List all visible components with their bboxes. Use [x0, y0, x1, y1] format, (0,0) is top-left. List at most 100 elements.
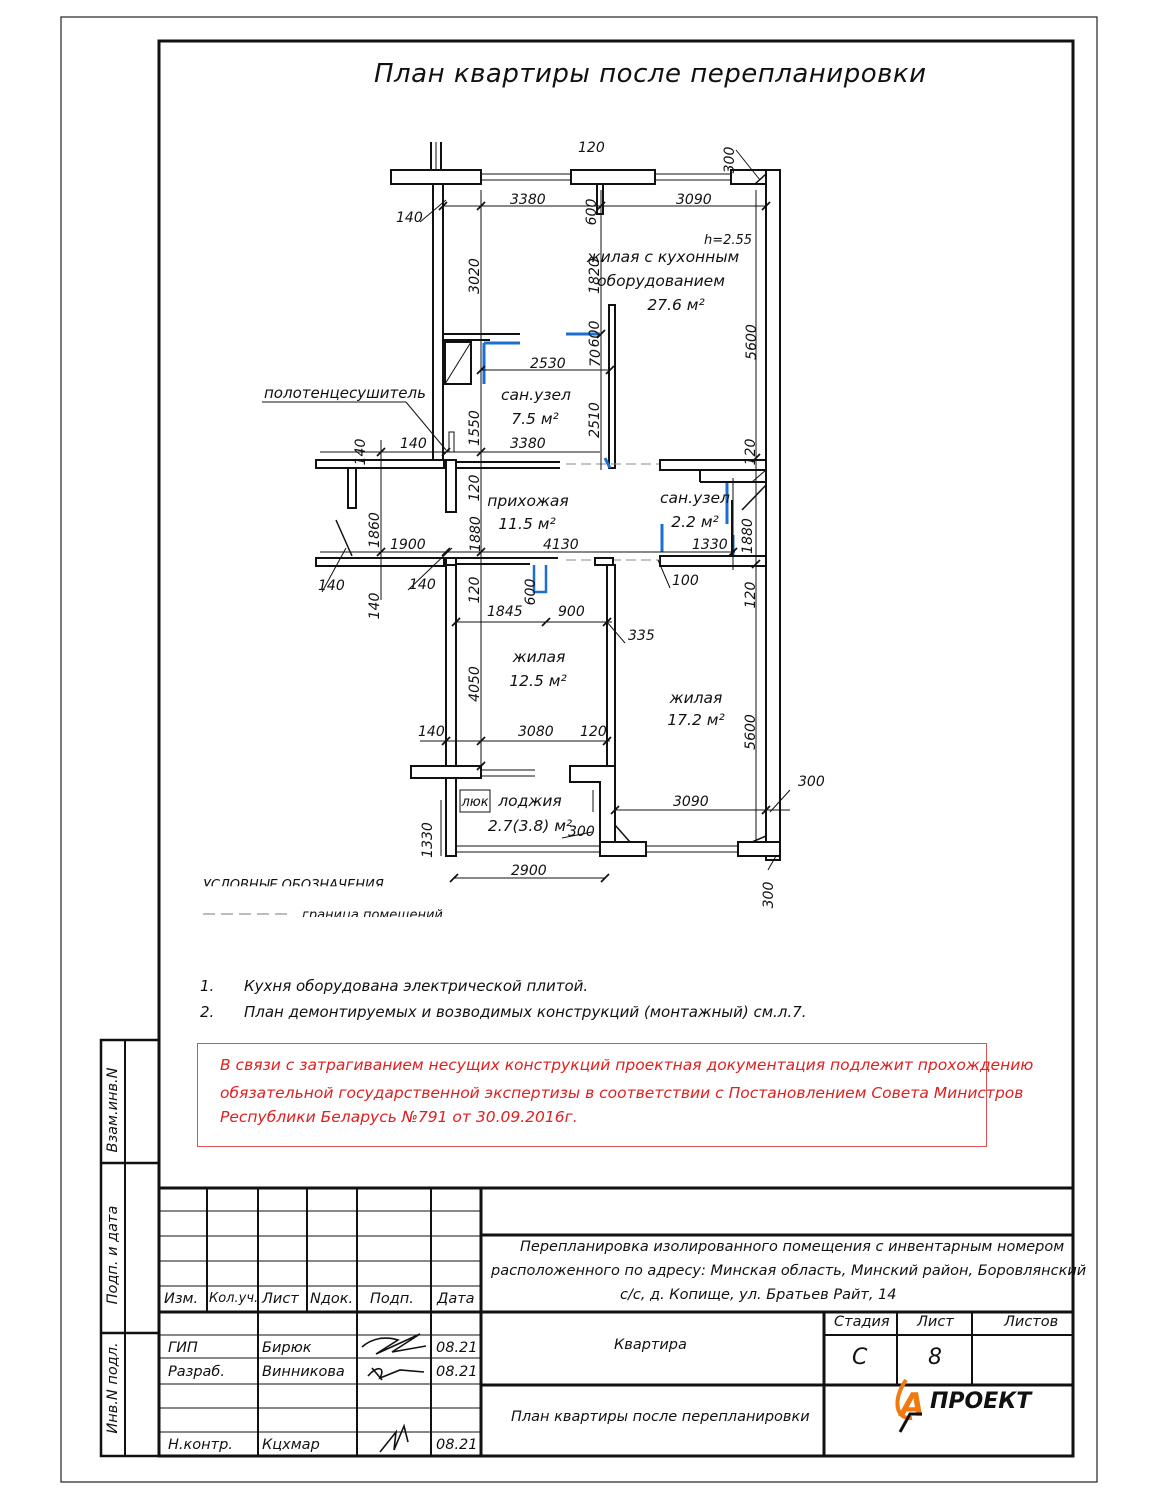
room-area: 2.2 м² [671, 513, 718, 531]
note-number: 2. [200, 1003, 215, 1021]
signatures [361, 1333, 427, 1453]
dimension-label: 600 [523, 579, 539, 606]
dimension-label: 900 [558, 604, 585, 620]
legend-title: УСЛОВНЫЕ ОБОЗНАЧЕНИЯ [203, 878, 384, 893]
dimension-label: 300 [798, 774, 825, 790]
room-name: жилая [512, 648, 566, 666]
wall-segment [606, 564, 616, 781]
tb-person-name: Бирюк [262, 1340, 312, 1356]
sheets-header: Листов [1004, 1314, 1059, 1330]
dimension-label: 3090 [673, 794, 709, 810]
tb-header-kol: Кол.уч. [209, 1291, 259, 1306]
dimension-label: 4050 [467, 666, 483, 702]
room-name: сан.узел [660, 489, 730, 507]
outer-frame [60, 16, 1098, 1483]
dimension-label: 120 [578, 140, 605, 156]
tb-date: 08.21 [436, 1437, 478, 1453]
dimension-label: 2510 [587, 402, 603, 438]
room-area: 7.5 м² [511, 410, 558, 428]
logo-letter: А [897, 1386, 925, 1424]
stage-value: С [852, 1345, 868, 1370]
room-name: лоджия [497, 792, 561, 810]
wall-segment [315, 557, 445, 567]
dimension-label: 140 [318, 578, 345, 594]
warning-line: Республики Беларусь №791 от 30.09.2016г. [220, 1108, 578, 1126]
dimension-label: 3380 [510, 192, 546, 208]
dimension-label: 120 [467, 577, 483, 604]
dimension-label: 5600 [743, 714, 759, 750]
page-title: План квартиры после перепланировки [374, 59, 927, 89]
tb-header-ndok: Nдок. [310, 1291, 354, 1307]
dimension-label: 1330 [420, 822, 436, 858]
dimension-label: 120 [743, 439, 759, 466]
room-area: 12.5 м² [509, 672, 566, 690]
wall-segment [432, 183, 444, 465]
dimension-label: 2900 [511, 863, 547, 879]
room-name: жилая с кухонным [586, 248, 740, 266]
sheet-title: План квартиры после перепланировки [511, 1409, 810, 1425]
dimension-label: 600 [584, 199, 600, 226]
project-description: расположенного по адресу: Минская област… [491, 1263, 1087, 1279]
dimension-label: 100 [672, 573, 699, 589]
side-stamp-label: Взам.инв.N [105, 1067, 121, 1153]
wall-segment [390, 169, 482, 185]
room-name: прихожая [487, 492, 569, 510]
title-block-grid [157, 1186, 1075, 1458]
sheet-value: 8 [928, 1345, 942, 1370]
room-height: h=2.55 [704, 233, 752, 248]
company-logo: А ПРОЕКТ [895, 1378, 1033, 1433]
floor-plan [315, 142, 781, 861]
tb-role: Разраб. [168, 1364, 225, 1380]
dimension-label: 3020 [467, 258, 483, 294]
tb-header-izm: Изм. [164, 1291, 199, 1307]
dimension-label: 1860 [367, 512, 383, 548]
dimension-label: 5600 [744, 324, 760, 360]
dimension-label: 1880 [468, 516, 484, 552]
side-stamp-label: Инв.N подл. [105, 1342, 121, 1434]
warning-line: В связи с затрагиванием несущих конструк… [220, 1056, 1034, 1074]
stage-header: Стадия [834, 1314, 890, 1330]
dimension-label: 335 [628, 628, 655, 644]
dimension-label: 1820 [587, 258, 603, 294]
dimension-label: 140 [367, 593, 383, 620]
room-name: оборудованием [597, 272, 725, 290]
dimension-label: 120 [743, 582, 759, 609]
dimension-label: 2530 [530, 356, 566, 372]
room-name: жилая [669, 689, 723, 707]
dimension-label: 3380 [510, 436, 546, 452]
object-name: Квартира [614, 1337, 687, 1353]
tb-header-data: Дата [437, 1291, 475, 1307]
logo-text: ПРОЕКТ [930, 1389, 1033, 1414]
wall-segment [445, 459, 457, 513]
room-area: 2.7(3.8) м² [488, 817, 572, 835]
project-description: Перепланировка изолированного помещения … [520, 1239, 1065, 1255]
dimension-lines [262, 149, 791, 883]
wall-segment [765, 169, 781, 861]
side-stamp-label: Подп. и дата [105, 1205, 121, 1305]
room-name: сан.узел [501, 386, 571, 404]
dimension-label: 120 [580, 724, 607, 740]
room-area: 27.6 м² [647, 296, 704, 314]
dimension-label: 1845 [487, 604, 523, 620]
project-description: с/с, д. Копище, ул. Братьев Райт, 14 [620, 1287, 897, 1303]
wall-segment [570, 169, 656, 185]
expertise-warning-box: В связи с затрагиванием несущих конструк… [197, 1043, 1033, 1147]
warning-line: обязательной государственной экспертизы … [220, 1084, 1024, 1102]
dimension-label: 1330 [692, 537, 728, 553]
legend-item: граница помещений [302, 908, 443, 923]
dimension-label: 140 [418, 724, 445, 740]
dimension-label: 3080 [518, 724, 554, 740]
room-labels: h=2.55 жилая с кухонным оборудованием 27… [460, 233, 752, 835]
tb-date: 08.21 [436, 1364, 478, 1380]
wall-segment [315, 459, 445, 469]
note-text: План демонтируемых и возводимых конструк… [244, 1003, 807, 1021]
room-area: 17.2 м² [667, 711, 724, 729]
tb-person-name: Кцхмар [262, 1437, 320, 1453]
dimension-label: 300 [568, 824, 595, 840]
dimension-label: 3090 [676, 192, 712, 208]
dimension-label: 600 [587, 321, 603, 348]
dimension-label: 70 [588, 349, 604, 367]
tb-role: Н.контр. [168, 1437, 233, 1453]
tb-header-podp: Подп. [370, 1291, 414, 1307]
